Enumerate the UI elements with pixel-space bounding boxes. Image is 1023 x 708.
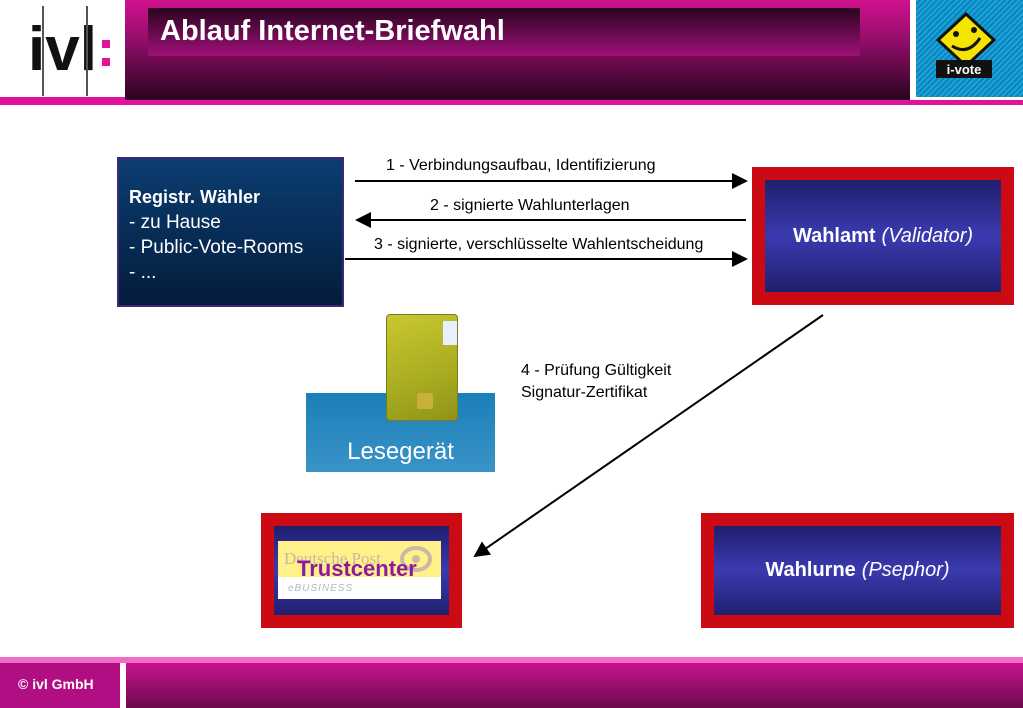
voter-title: Registr. Wähler xyxy=(129,187,261,207)
wahlurne-box: Wahlurne(Psephor) xyxy=(714,526,1001,615)
wahlamt-role: (Validator) xyxy=(881,224,974,247)
step4-label-line2: Signatur-Zertifikat xyxy=(521,384,648,401)
wahlurne-name: Wahlurne xyxy=(765,559,856,581)
ivote-badge: i-vote xyxy=(916,0,1023,97)
wahlamt-box: Wahlamt(Validator) xyxy=(765,180,1001,292)
deutsche-post-logo: Deutsche Post eBUSINESS xyxy=(278,541,441,599)
signature-card-icon xyxy=(386,314,458,421)
footer-band xyxy=(126,663,1023,708)
step1-label: 1 - Verbindungsaufbau, Identifizierung xyxy=(386,157,656,174)
header-divider xyxy=(0,100,1023,105)
footer-left-panel xyxy=(0,663,120,708)
page-title: Ablauf Internet-Briefwahl xyxy=(160,15,505,47)
deutsche-post-subbrand: eBUSINESS xyxy=(288,583,354,594)
wahlamt-name: Wahlamt xyxy=(792,224,876,247)
card-reader-label: Lesegerät xyxy=(347,438,454,465)
registered-voter-box: Registr. Wähler - zu Hause - Public-Vote… xyxy=(117,157,344,307)
voter-line-rooms: - Public-Vote-Rooms xyxy=(129,237,304,258)
title-bar xyxy=(148,8,860,56)
wahlurne-role: (Psephor) xyxy=(861,559,950,581)
ivote-badge-text: i-vote xyxy=(947,62,982,77)
posthorn-icon xyxy=(400,546,432,572)
step4-label-line1: 4 - Prüfung Gültigkeit xyxy=(521,362,672,379)
trustcenter-label: Trustcenter xyxy=(297,556,417,581)
ivl-logo-text: ivl xyxy=(28,15,97,84)
step2-label: 2 - signierte Wahlunterlagen xyxy=(430,197,630,214)
smiley-icon: i-vote xyxy=(935,11,997,78)
step3-label: 3 - signierte, verschlüsselte Wahlentsch… xyxy=(374,236,704,253)
deutsche-post-brand: Deutsche Post xyxy=(284,549,381,568)
arrow-step4 xyxy=(473,314,824,558)
voter-line-more: - ... xyxy=(129,262,157,283)
ivl-logo: ivl xyxy=(28,6,110,96)
footer-divider xyxy=(0,657,1023,663)
footer-copyright: © ivl GmbH xyxy=(18,676,94,692)
voter-line-home: - zu Hause xyxy=(129,212,221,233)
ivl-logo-area: ivl xyxy=(0,0,125,102)
